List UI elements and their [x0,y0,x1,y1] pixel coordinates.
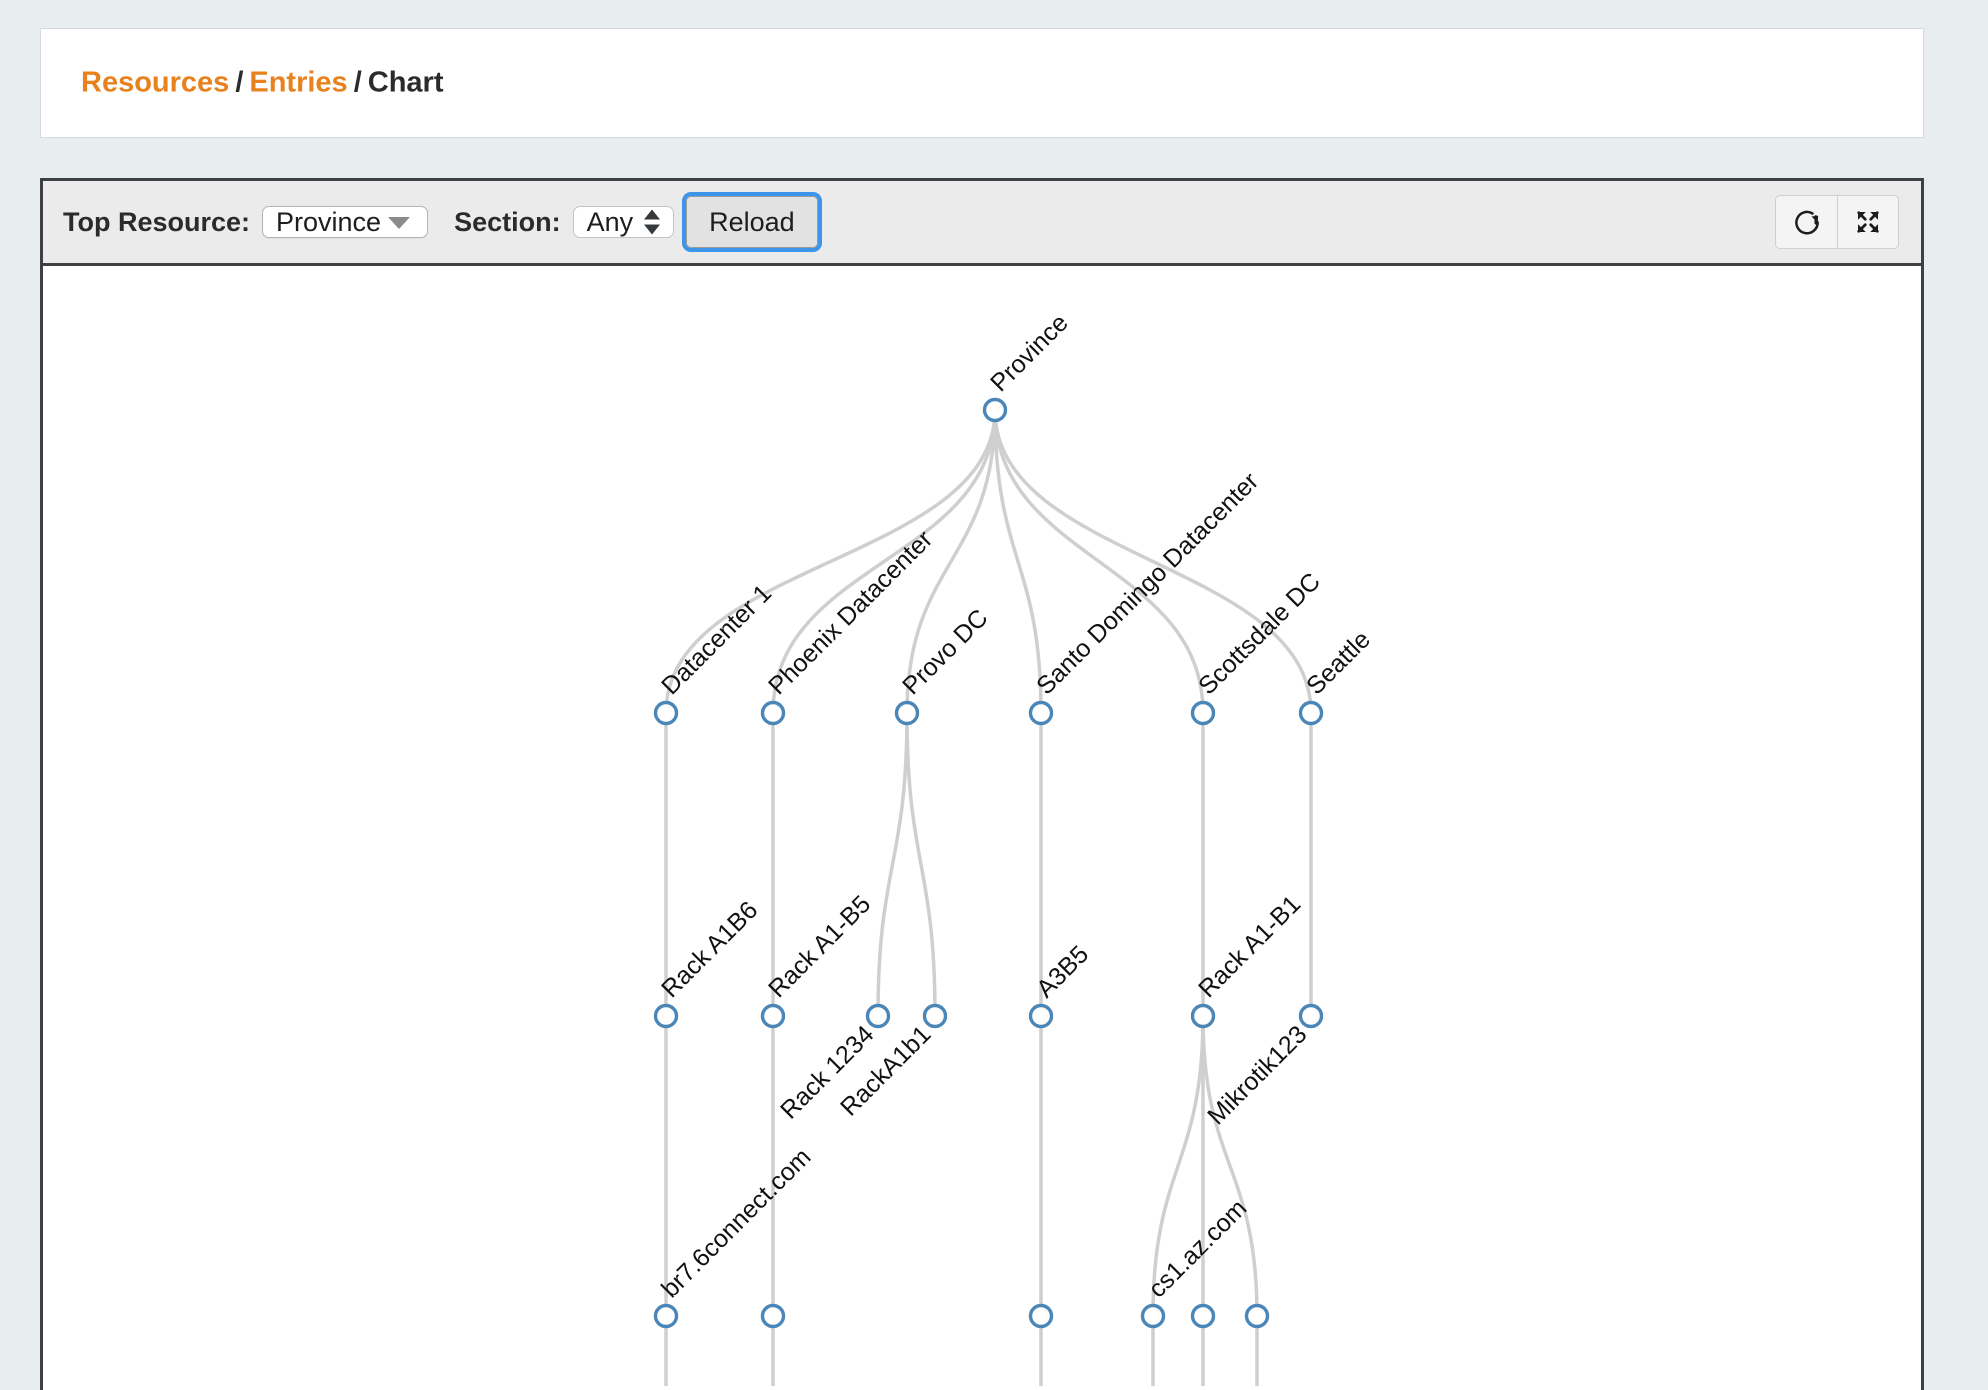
tree-node-label: Rack A1-B1 [1193,890,1306,1003]
tree-node[interactable] [1190,1303,1216,1329]
tree-node-circle[interactable] [1190,700,1216,726]
tree-node-circle[interactable] [653,1303,679,1329]
tree-node[interactable]: Mikrotik123 [1202,1003,1324,1131]
tree-node-circle[interactable] [1298,1003,1324,1029]
chart-toolbar: Top Resource: Province Section: Any Relo… [43,181,1921,266]
tree-node-label: cs1.az.com [1143,1194,1252,1303]
reload-button[interactable]: Reload [682,192,822,252]
stepper-down-icon[interactable] [644,224,661,235]
tree-node-label: Datacenter 1 [656,579,777,700]
tree-node[interactable]: Rack A1-B5 [760,890,877,1029]
tree-node[interactable] [1244,1303,1270,1329]
refresh-button[interactable] [1775,195,1837,249]
chevron-down-icon [388,217,411,229]
section-label: Section: [454,206,561,237]
tree-node-label: Province [985,309,1074,398]
tree-node-label: Mikrotik123 [1202,1020,1312,1130]
tree-link [664,409,997,714]
tree-node-circle[interactable] [1190,1003,1216,1029]
tree-node[interactable]: Santo Domingo Datacenter [1028,467,1265,726]
fullscreen-icon [1857,211,1879,233]
tree-node[interactable]: Rack A1B6 [653,896,764,1029]
tree-node-circle[interactable] [982,397,1008,423]
tree-node-circle[interactable] [1190,1303,1216,1329]
tree-node-label: Seattle [1301,625,1376,700]
tree-node[interactable]: br7.6connect.com [653,1143,817,1329]
tree-link [1151,1015,1205,1317]
breadcrumb-item-entries[interactable]: Entries [249,66,348,99]
stepper-up-icon[interactable] [644,209,661,220]
tree-node-circle[interactable] [1028,1003,1054,1029]
breadcrumb-item-chart: Chart [367,66,444,99]
top-resource-label: Top Resource: [63,206,251,237]
refresh-icon [1794,210,1819,235]
tree-node-circle[interactable] [653,1003,679,1029]
top-resource-select-wrap[interactable]: Province [262,197,429,247]
toolbar-icon-buttons [1775,195,1899,249]
tree-link [905,712,937,1017]
tree-node[interactable]: Province [982,309,1074,423]
tree-node[interactable] [760,1303,786,1329]
toolbar-controls-group: Top Resource: Province Section: Any Relo… [63,181,822,263]
tree-node[interactable] [1028,1303,1054,1329]
tree-node-circle[interactable] [1244,1303,1270,1329]
tree-link [1201,1015,1259,1317]
tree-node-circle[interactable] [894,700,920,726]
tree-node[interactable]: Datacenter 1 [653,579,778,726]
tree-node-circle[interactable] [865,1003,891,1029]
tree-node-circle[interactable] [1028,1303,1054,1329]
tree-node[interactable]: Seattle [1298,625,1376,726]
breadcrumb-item-resources[interactable]: Resources [81,66,230,99]
tree-node-circle[interactable] [1298,700,1324,726]
tree-link [876,712,909,1017]
tree-node-circle[interactable] [1028,700,1054,726]
breadcrumb-panel: Resources/Entries/Chart [40,28,1924,138]
tree-node-circle[interactable] [922,1003,948,1029]
tree-link [771,409,997,714]
breadcrumb: Resources/Entries/Chart [81,66,444,99]
tree-node-circle[interactable] [653,700,679,726]
tree-node-label: Rack A1-B5 [763,890,876,1003]
tree-link [905,409,997,714]
tree-node-circle[interactable] [760,700,786,726]
fullscreen-button[interactable] [1837,195,1899,249]
chart-panel: Top Resource: Province Section: Any Relo… [40,178,1924,1390]
breadcrumb-separator: / [235,66,244,99]
tree-node-label: Rack A1B6 [656,896,763,1003]
breadcrumb-separator: / [353,66,362,99]
tree-node-circle[interactable] [760,1303,786,1329]
tree-node-circle[interactable] [760,1003,786,1029]
tree-node[interactable]: Rack A1-B1 [1190,890,1307,1029]
tree-node-circle[interactable] [1140,1303,1166,1329]
tree-link [993,409,1043,714]
tree-link [993,409,1205,714]
tree-link [993,409,1313,714]
tree-node-label: br7.6connect.com [656,1143,816,1303]
stepper-arrows-icon[interactable] [644,209,661,235]
section-select-wrap[interactable]: Any [572,197,675,247]
tree-links-layer [664,409,1313,1386]
